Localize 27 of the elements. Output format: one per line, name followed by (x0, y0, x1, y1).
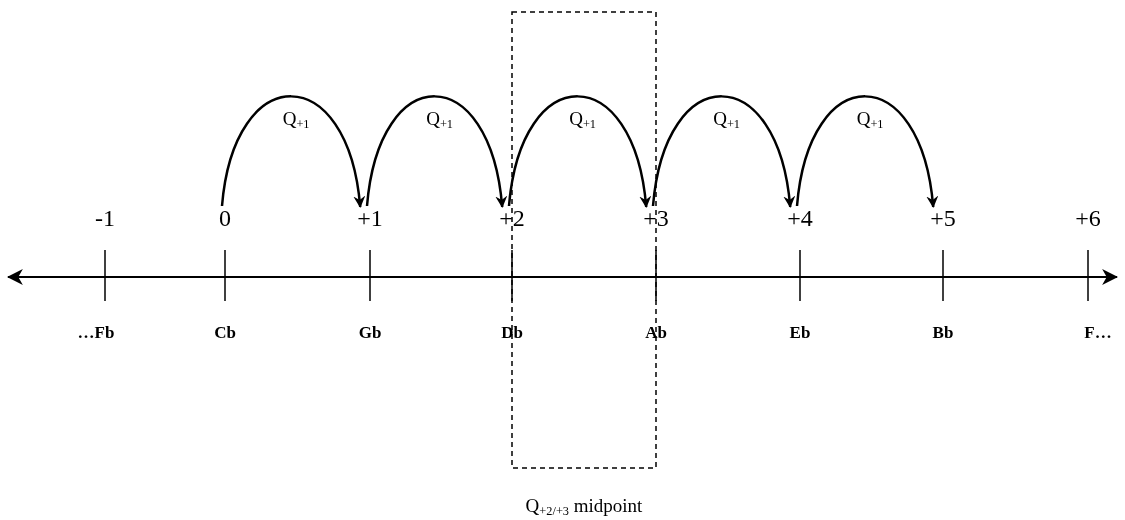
arc-arrow (365, 95, 507, 208)
edge-label: Q$_{+1}$ (856, 108, 884, 130)
number-label: +1 (357, 205, 383, 231)
number-label: +6 (1075, 205, 1101, 231)
number-label: +4 (787, 205, 813, 231)
arc-arrow (795, 95, 938, 208)
note-name: Ab (645, 323, 667, 343)
frame-caption: Q$_{+2/+3}$ midpoint (525, 495, 643, 517)
edge-label: Q$_{+1}$ (282, 108, 310, 130)
edge-label: Q$_{+1}$ (713, 108, 741, 130)
number-label: +2 (499, 205, 525, 231)
note-name: Gb (358, 323, 382, 343)
number-label: +5 (930, 205, 956, 231)
number-label: +3 (643, 205, 669, 231)
arc-arrow (507, 95, 651, 208)
note-name: Db (501, 323, 523, 343)
note-name: F… (1084, 323, 1112, 343)
note-name: Cb (214, 323, 236, 343)
edge-label: Q$_{+1}$ (569, 108, 597, 130)
note-name: Eb (789, 323, 811, 343)
number-label: -1 (95, 205, 115, 231)
edge-label: Q$_{+1}$ (426, 108, 454, 130)
note-name: Bb (932, 323, 954, 343)
note-name: …Fb (77, 323, 115, 343)
arc-arrow (651, 95, 795, 208)
arc-arrow (220, 95, 365, 208)
number-label: 0 (219, 205, 231, 231)
